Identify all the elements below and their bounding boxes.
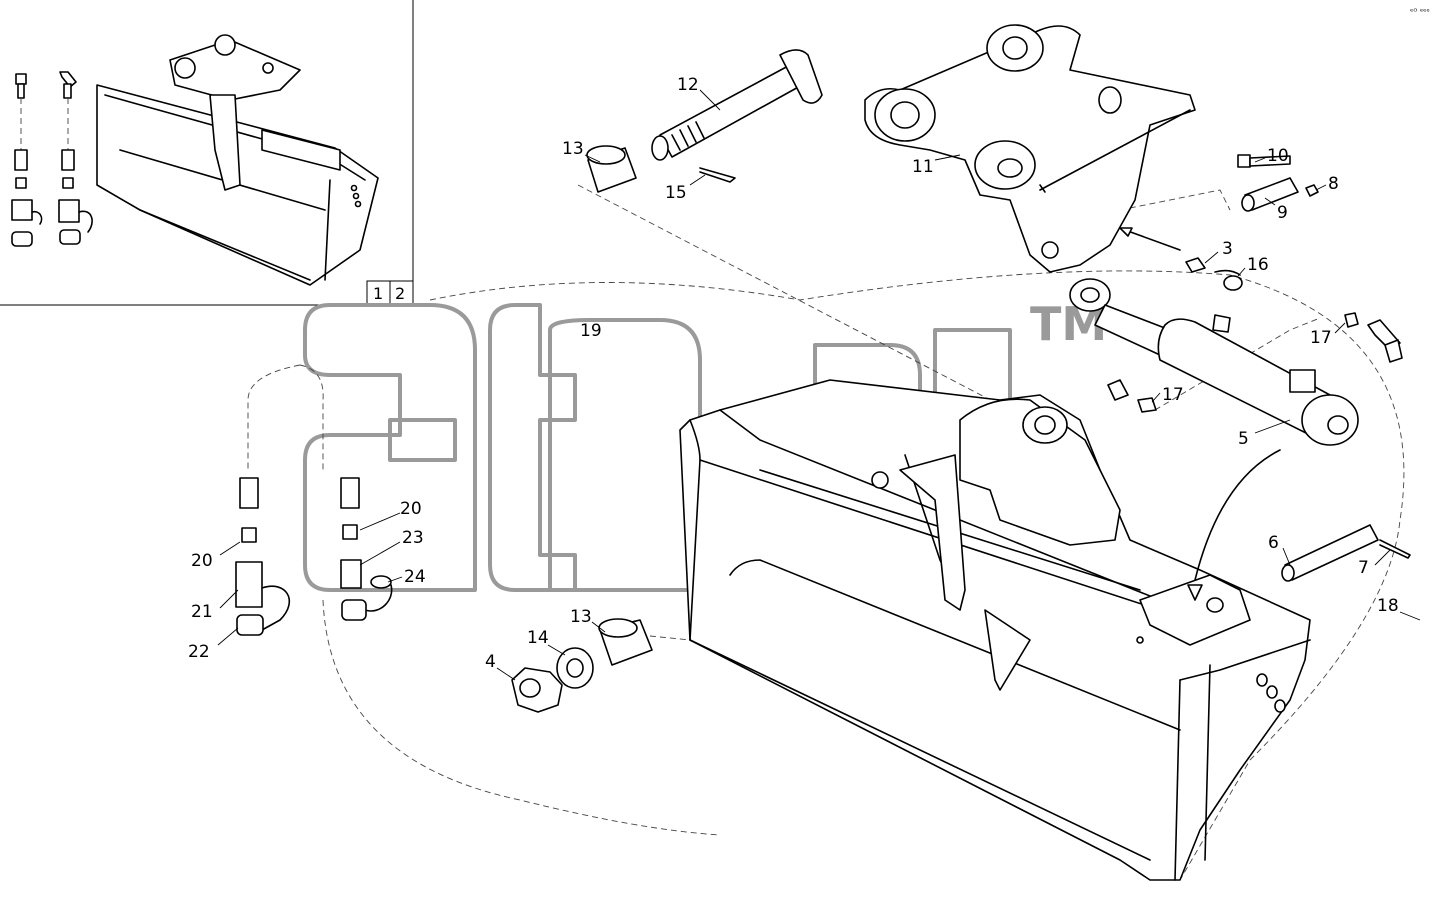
label-14[interactable]: 14 <box>527 628 549 648</box>
part-pin[interactable] <box>651 49 823 161</box>
label-19[interactable]: 19 <box>580 321 602 341</box>
label-3[interactable]: 3 <box>1222 239 1233 259</box>
inset-bucket <box>96 34 379 286</box>
part-small-pin[interactable] <box>1241 177 1299 212</box>
inset-variant-2[interactable]: 2 <box>395 284 405 303</box>
label-9[interactable]: 9 <box>1277 203 1288 223</box>
label-11[interactable]: 11 <box>912 157 934 177</box>
part-hydraulic-cylinder[interactable] <box>1069 278 1359 446</box>
label-18[interactable]: 18 <box>1377 596 1399 616</box>
label-13-bottom[interactable]: 13 <box>570 607 592 627</box>
part-bushing-top[interactable] <box>586 145 637 193</box>
label-5[interactable]: 5 <box>1238 429 1249 449</box>
part-castle-nut[interactable] <box>511 667 563 713</box>
part-grease-fitting[interactable] <box>1185 257 1206 273</box>
part-coupling-left[interactable] <box>235 477 291 636</box>
part-mounting-bracket[interactable] <box>864 24 1196 273</box>
inset-variant-1[interactable]: 1 <box>373 284 383 303</box>
label-23[interactable]: 23 <box>402 528 424 548</box>
label-10[interactable]: 10 <box>1267 146 1289 166</box>
part-washer[interactable] <box>556 647 594 689</box>
label-8[interactable]: 8 <box>1328 174 1339 194</box>
part-cotter-pin[interactable] <box>699 167 736 183</box>
part-grease-cap[interactable] <box>1214 269 1243 291</box>
label-21[interactable]: 21 <box>191 602 213 622</box>
part-split-pin[interactable] <box>1379 539 1411 559</box>
part-fitting-top[interactable] <box>1344 312 1403 363</box>
part-bolt[interactable] <box>1237 154 1291 168</box>
label-20-left[interactable]: 20 <box>191 551 213 571</box>
corner-mark: ᵉᴼ ᵉᵉᵉ <box>1410 7 1430 16</box>
label-4[interactable]: 4 <box>485 652 496 672</box>
arrow-bracket <box>1124 229 1181 251</box>
label-7[interactable]: 7 <box>1358 558 1369 578</box>
inset-fittings-right <box>58 71 93 245</box>
inset-panel: 1 2 <box>0 0 414 306</box>
label-17-top[interactable]: 17 <box>1310 328 1332 348</box>
part-bucket[interactable] <box>679 379 1311 881</box>
label-22[interactable]: 22 <box>188 642 210 662</box>
part-bucket-pin[interactable] <box>1281 524 1379 582</box>
inset-fittings-left <box>11 73 43 247</box>
part-fitting-mid[interactable] <box>1107 379 1157 413</box>
leader-lines <box>217 89 1421 681</box>
label-6[interactable]: 6 <box>1268 533 1279 553</box>
part-bushing-bottom[interactable] <box>598 618 653 666</box>
label-17-mid[interactable]: 17 <box>1162 385 1184 405</box>
label-16[interactable]: 16 <box>1247 255 1269 275</box>
label-20-right[interactable]: 20 <box>400 499 422 519</box>
arrow-cylinder-to-bucket <box>1194 449 1281 581</box>
label-24[interactable]: 24 <box>404 567 426 587</box>
label-13-top[interactable]: 13 <box>562 139 584 159</box>
label-15[interactable]: 15 <box>665 183 687 203</box>
part-coupling-right[interactable] <box>340 477 393 621</box>
label-12[interactable]: 12 <box>677 75 699 95</box>
part-labels: 12 13 15 11 10 8 9 3 16 17 19 17 5 6 7 1… <box>188 75 1399 672</box>
part-nut-small[interactable] <box>1305 184 1319 197</box>
